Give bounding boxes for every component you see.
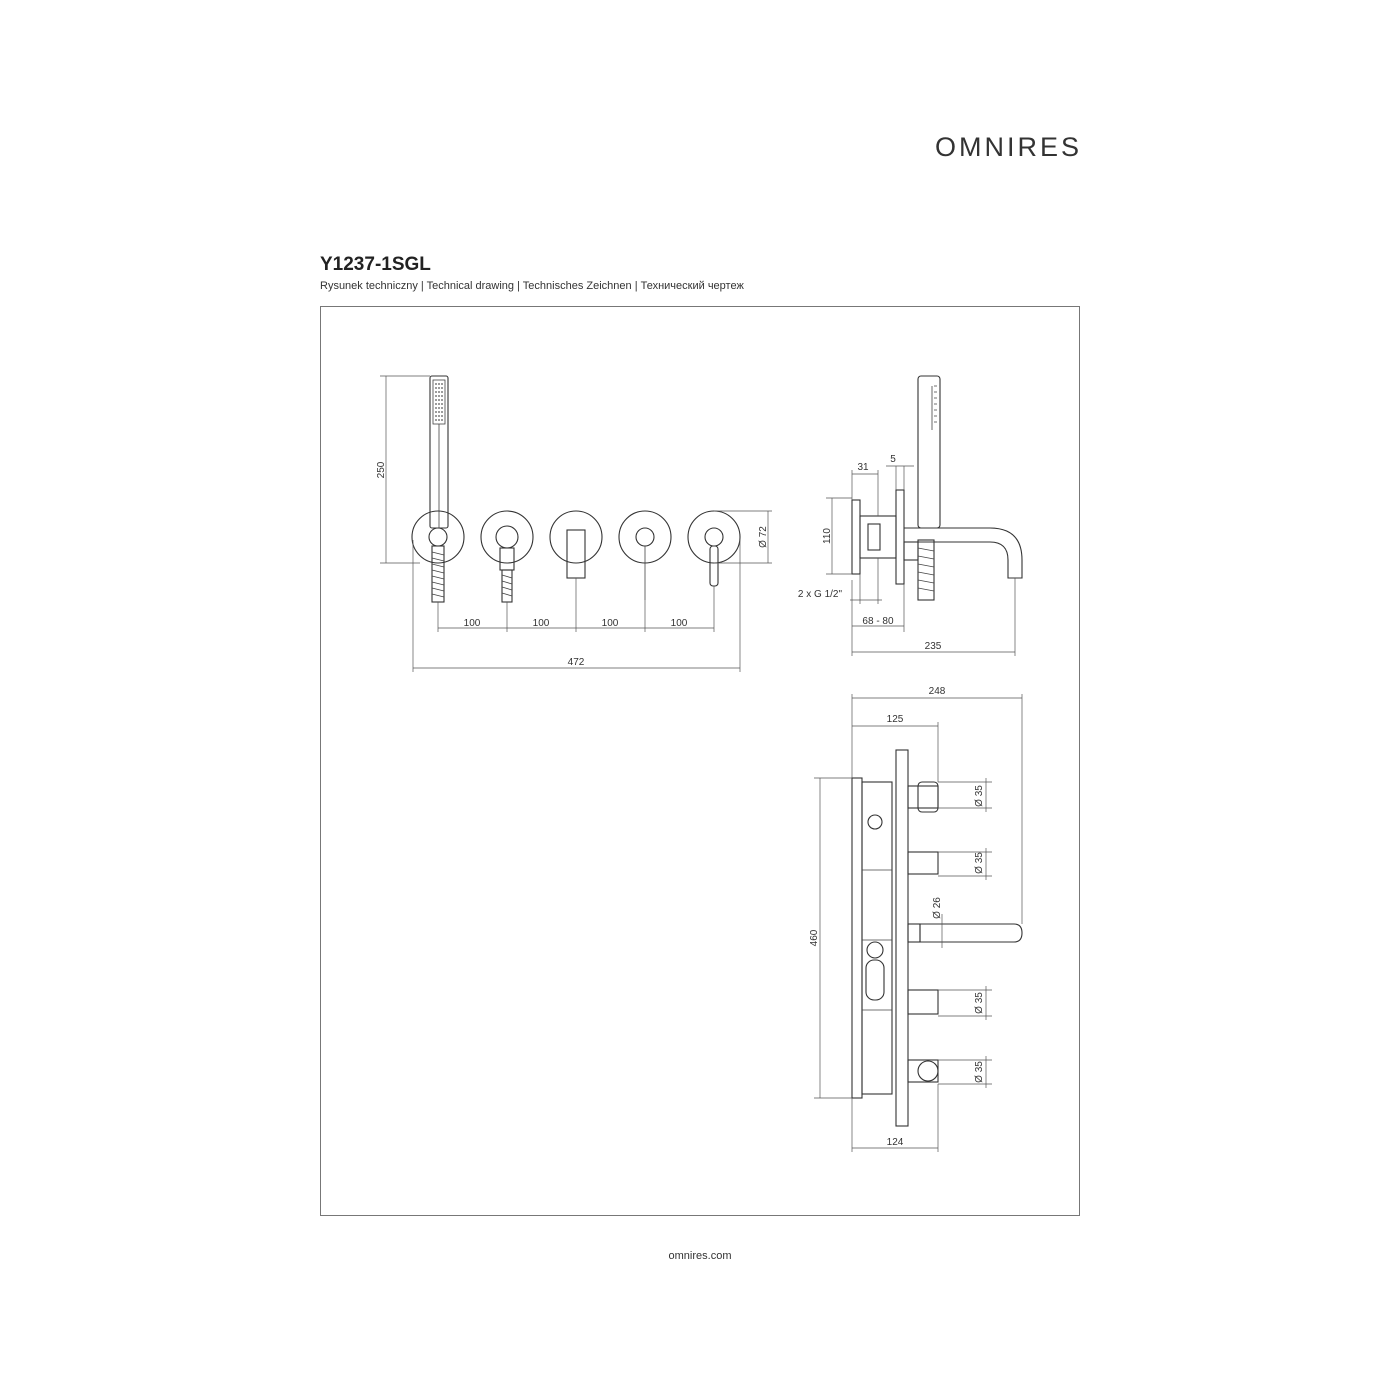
- dim-d35-1: Ø 35: [974, 785, 985, 807]
- dim-d26: Ø 26: [932, 897, 943, 919]
- front-view: 100 100 100 100 472 250 Ø 72: [376, 375, 772, 672]
- drawing-subtitle: Rysunek techniczny | Technical drawing |…: [320, 280, 744, 292]
- dim-d35-3: Ø 35: [974, 992, 985, 1014]
- dim-spacing-2: 100: [533, 618, 550, 629]
- hand-shower-front: [429, 375, 449, 529]
- dim-reach: 235: [925, 641, 942, 652]
- side-view: 31 5 110 2 x G 1/2" 68 - 80 235: [798, 375, 1023, 656]
- dim-depth: 68 - 80: [862, 616, 894, 627]
- dim-spacing-3: 100: [602, 618, 619, 629]
- dim-height-250: 250: [376, 461, 387, 478]
- product-code: Y1237-1SGL: [320, 254, 431, 275]
- dim-top-125: 125: [887, 714, 904, 725]
- drawing-frame: [320, 306, 1080, 1216]
- dim-total-width: 472: [568, 657, 585, 668]
- dim-spacing-1: 100: [464, 618, 481, 629]
- dim-d35-4: Ø 35: [974, 1061, 985, 1083]
- hose-front: [431, 545, 445, 603]
- dim-top-460: 460: [809, 929, 820, 946]
- brand-logo: OMNIRES: [934, 132, 1082, 162]
- dim-thread: 2 x G 1/2": [798, 589, 843, 600]
- dim-d35-2: Ø 35: [974, 852, 985, 874]
- dim-side-31: 31: [857, 462, 869, 473]
- dim-diameter-72: Ø 72: [758, 526, 769, 548]
- dim-side-5: 5: [890, 454, 896, 465]
- top-view: 248 125 460 Ø 35 Ø 35 Ø 26 Ø 35 Ø 35 124: [809, 686, 1023, 1152]
- dim-top-248: 248: [929, 686, 946, 697]
- footer-url[interactable]: omnires.com: [668, 1250, 732, 1262]
- dim-side-110: 110: [822, 528, 833, 544]
- dim-top-124: 124: [887, 1137, 904, 1148]
- dim-spacing-4: 100: [671, 618, 688, 629]
